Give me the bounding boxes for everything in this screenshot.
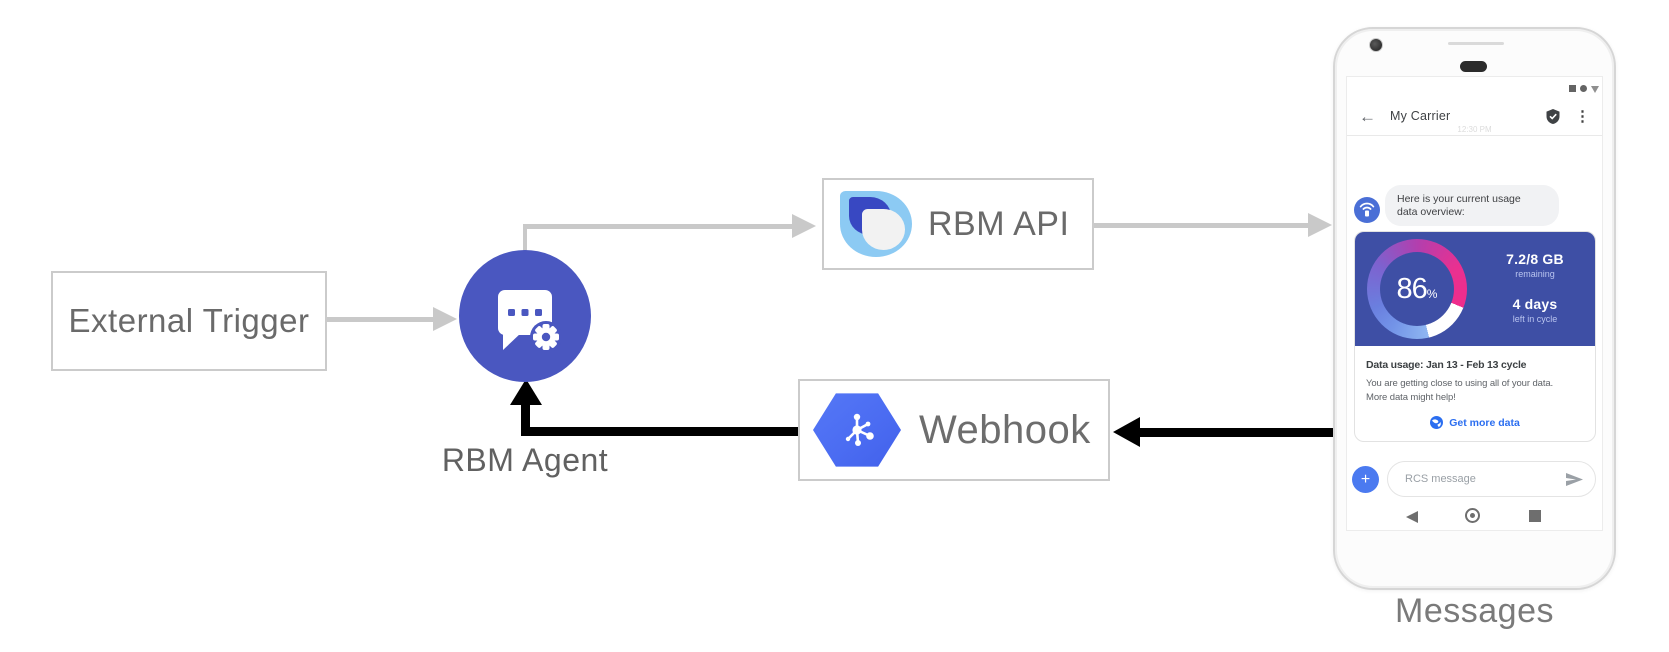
arrow-api-to-phone-line	[1094, 223, 1310, 228]
data-remaining-label: remaining	[1515, 269, 1555, 279]
plus-icon: +	[1360, 470, 1371, 488]
messages-caption: Messages	[1395, 592, 1554, 630]
nav-recents-button[interactable]	[1529, 510, 1541, 522]
gauge-percent-value: 86	[1396, 272, 1428, 305]
send-icon	[1566, 472, 1583, 486]
camera-icon	[1369, 38, 1383, 52]
days-left-value: 4 days	[1512, 296, 1558, 312]
days-left-label: left in cycle	[1512, 314, 1558, 324]
usage-gauge-panel: 86 % 7.2/8 GB remaining 4 days left in c…	[1355, 232, 1595, 346]
get-more-data-label: Get more data	[1449, 416, 1520, 429]
webhook-hexagon-icon	[813, 393, 901, 467]
antenna-icon	[1359, 202, 1375, 217]
send-button[interactable]	[1565, 472, 1584, 487]
status-dot-icon	[1580, 85, 1587, 92]
rbm-api-logo-icon	[840, 191, 912, 257]
arrow-webhook-to-agent-hline	[521, 427, 798, 436]
carrier-bot-avatar	[1354, 197, 1380, 223]
rbm-api-label: RBM API	[928, 204, 1070, 243]
webhook-label: Webhook	[919, 407, 1091, 452]
back-arrow-icon[interactable]: ←	[1359, 106, 1376, 126]
verified-shield-icon	[1546, 108, 1560, 124]
arrow-agent-to-api-vline	[523, 226, 527, 252]
arrow-trigger-to-agent-head	[433, 307, 457, 331]
chat-bubble-gear-icon	[498, 290, 561, 353]
phone-mockup: ← My Carrier ⋮ 12:30 PM Her	[1333, 27, 1616, 590]
rbm-agent-node	[459, 250, 591, 382]
attach-plus-button[interactable]: +	[1352, 466, 1379, 493]
usage-rich-card: 86 % 7.2/8 GB remaining 4 days left in c…	[1354, 231, 1596, 442]
arrow-webhook-to-agent-vline	[521, 405, 530, 436]
arrow-webhook-to-agent-head	[510, 379, 542, 405]
bot-message-line2: data overview:	[1397, 206, 1465, 218]
arrow-phone-to-webhook-line	[1140, 428, 1335, 437]
gauge-percent-sign: %	[1426, 287, 1438, 301]
app-bar: ← My Carrier ⋮	[1347, 97, 1602, 135]
arrow-phone-to-webhook-head	[1113, 417, 1140, 447]
usage-card-title: Data usage: Jan 13 - Feb 13 cycle	[1366, 359, 1527, 371]
speaker-slot	[1448, 42, 1504, 45]
rbm-api-node: RBM API	[822, 178, 1094, 270]
message-input-pill	[1387, 461, 1596, 497]
app-bar-divider	[1347, 135, 1602, 136]
webhook-node: Webhook	[798, 379, 1110, 481]
phone-screen: ← My Carrier ⋮ 12:30 PM Her	[1346, 76, 1603, 531]
rcs-message-input[interactable]	[1403, 472, 1565, 486]
usage-text-panel: Data usage: Jan 13 - Feb 13 cycle You ar…	[1355, 346, 1595, 429]
arrow-agent-to-api-hline	[523, 224, 793, 229]
external-trigger-node: External Trigger	[51, 271, 327, 371]
conversation-title: My Carrier	[1390, 109, 1451, 123]
usage-card-body1: You are getting close to using all of yo…	[1366, 378, 1554, 389]
bot-message-bubble: Here is your current usage data overview…	[1385, 185, 1559, 226]
message-timestamp: 12:30 PM	[1457, 125, 1492, 134]
nav-home-button[interactable]	[1465, 508, 1480, 523]
usage-gauge: 86 %	[1367, 239, 1467, 339]
data-remaining-value: 7.2/8 GB	[1506, 251, 1564, 267]
globe-icon	[1430, 416, 1444, 429]
arrow-trigger-to-agent-line	[325, 317, 435, 322]
external-trigger-label: External Trigger	[68, 302, 310, 339]
nav-back-button[interactable]	[1406, 511, 1418, 523]
arrow-agent-to-api-head	[792, 214, 816, 238]
rbm-agent-label: RBM Agent	[441, 442, 609, 478]
status-square-icon	[1569, 85, 1576, 92]
usage-card-body2: More data might help!	[1366, 392, 1456, 403]
overflow-menu-icon[interactable]: ⋮	[1575, 107, 1590, 125]
bot-message-line1: Here is your current usage	[1397, 193, 1521, 205]
get-more-data-button[interactable]: Get more data	[1366, 416, 1584, 429]
status-triangle-icon	[1591, 86, 1599, 93]
arrow-api-to-phone-head	[1308, 213, 1332, 237]
earpiece-speaker	[1460, 61, 1487, 72]
